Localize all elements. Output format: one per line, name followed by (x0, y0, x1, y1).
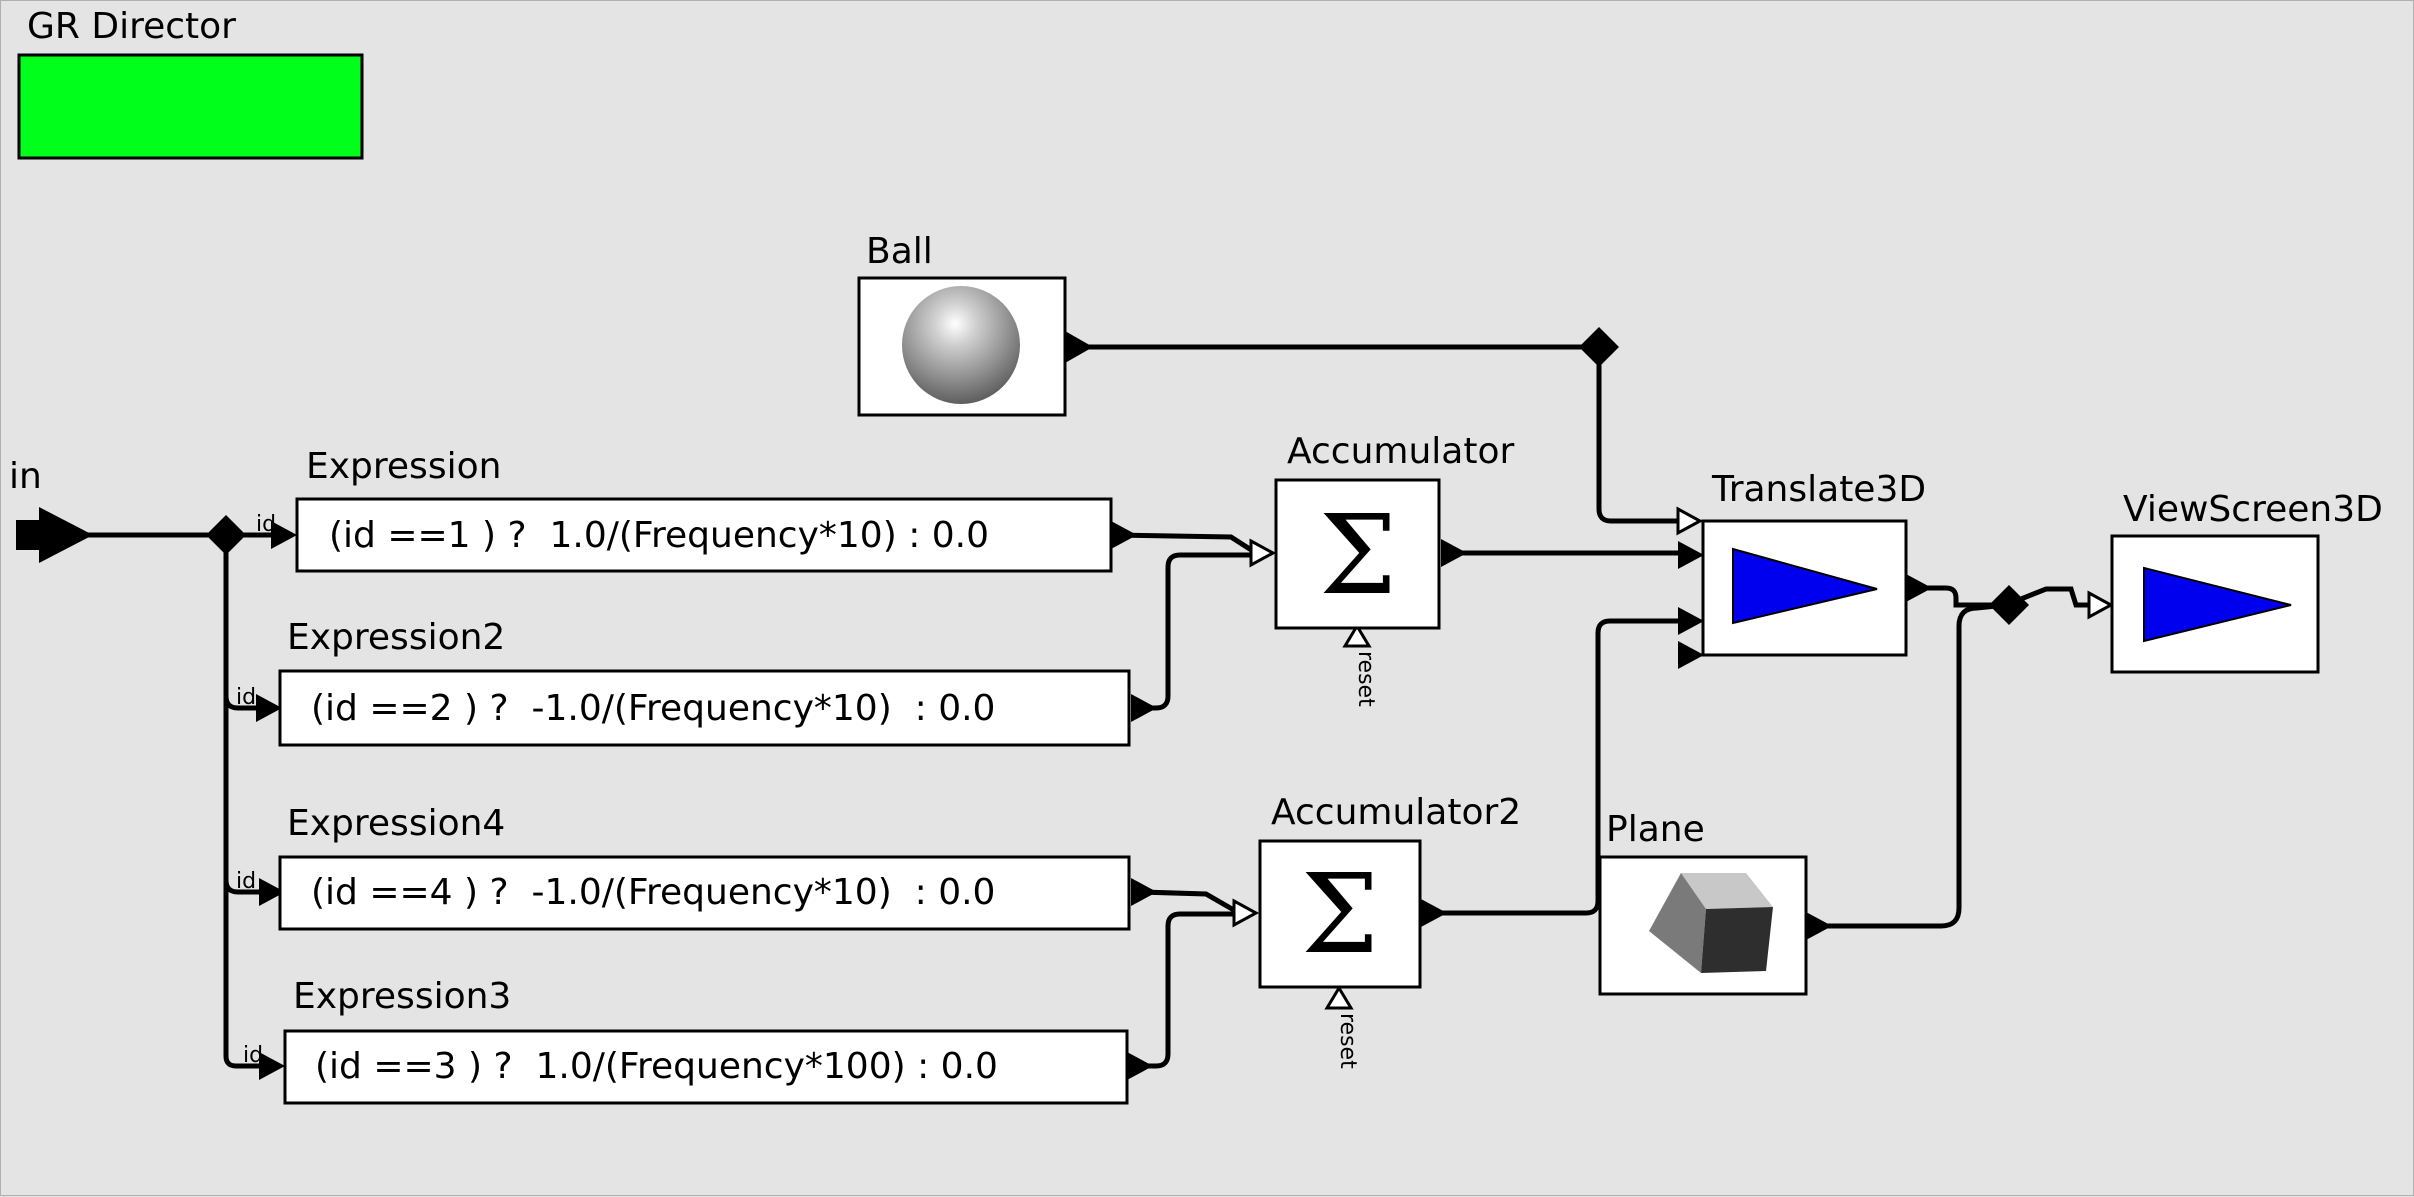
port-label-id: id (236, 869, 256, 894)
actor-translate3d[interactable]: Translate3D (1701, 469, 1926, 657)
reset-port-label: reset (1353, 651, 1378, 707)
accumulator-box (1274, 478, 1441, 630)
actor-viewscreen3d[interactable]: ViewScreen3D (2110, 489, 2383, 674)
port-arrow (259, 878, 285, 906)
plane-label: Plane (1606, 809, 1705, 850)
blue-triangle-icon (1732, 547, 1878, 625)
viewscreen3d-label: ViewScreen3D (2123, 489, 2383, 530)
wire-expr2-in (223, 695, 256, 711)
port-label-id: id (236, 685, 256, 710)
wire-plane-fork (1826, 602, 2007, 929)
sphere-icon (902, 286, 1020, 404)
port-arrow (1131, 694, 1157, 722)
wires (59, 344, 2101, 1069)
actor-ball[interactable]: Ball (857, 231, 1067, 417)
expression2-box (278, 669, 1131, 747)
expression4-box (278, 855, 1131, 931)
relation-diamond-ball[interactable] (1579, 327, 1619, 367)
expression3-label: Expression3 (293, 976, 511, 1017)
accumulator-label: Accumulator (1287, 431, 1514, 472)
accumulator2-label: Accumulator2 (1271, 792, 1521, 833)
port-arrow (1678, 541, 1704, 569)
actor-accumulator2[interactable]: Accumulator2 Σ reset (1258, 792, 1521, 1069)
expression3-text: (id ==3 ) ? 1.0/(Frequency*100) : 0.0 (315, 1046, 998, 1087)
port-arrow (1127, 1052, 1153, 1080)
wire-expr4-in (223, 879, 259, 895)
expression4-label: Expression4 (287, 803, 505, 844)
expression3-box (283, 1029, 1129, 1105)
port-arrow (1678, 607, 1704, 635)
in-port-label: in (9, 456, 42, 497)
gr-director[interactable]: GR Director (17, 6, 364, 160)
port-arrow-hollow (1249, 538, 1277, 568)
wire-expr1-acc (1110, 532, 1258, 556)
wire-expr4-acc2 (1140, 889, 1241, 916)
relation-diamond[interactable] (206, 515, 246, 555)
wire-bus (223, 535, 266, 1069)
director-swatch (17, 53, 364, 160)
port-arrow (1906, 574, 1932, 602)
wire-translate-view (1916, 585, 2101, 608)
port-arrow (1678, 641, 1704, 669)
port-arrow-hollow (1232, 898, 1260, 928)
blue-triangle-icon (2143, 566, 2292, 643)
ball-label: Ball (866, 231, 933, 272)
expression4-text: (id ==4 ) ? -1.0/(Frequency*10) : 0.0 (311, 872, 995, 913)
port-arrow (1065, 331, 1093, 363)
port-arrow (1806, 912, 1832, 940)
port-arrow (1111, 521, 1137, 549)
port-arrow-hollow (1676, 506, 1704, 536)
actor-expression2[interactable]: Expression2 id (id ==2 ) ? -1.0/(Frequen… (236, 617, 1131, 747)
port-arrow (1421, 899, 1447, 927)
cube-icon (1649, 873, 1773, 973)
expression2-label: Expression2 (287, 617, 505, 658)
port-label-id: id (256, 512, 276, 537)
ports (16, 327, 2115, 1080)
port-arrow (259, 1052, 285, 1080)
reset-port-label: reset (1335, 1013, 1360, 1069)
expression-box (295, 497, 1113, 573)
actor-expression4[interactable]: Expression4 id (id ==4 ) ? -1.0/(Frequen… (236, 803, 1131, 931)
accumulator2-box (1258, 839, 1422, 989)
port-label-id: id (243, 1043, 263, 1068)
in-port-arrow[interactable] (16, 507, 93, 563)
actor-expression3[interactable]: Expression3 id (id ==3 ) ? 1.0/(Frequenc… (243, 976, 1129, 1105)
director-label: GR Director (27, 6, 236, 47)
actor-expression[interactable]: Expression id (id ==1 ) ? 1.0/(Frequency… (256, 446, 1113, 573)
translate3d-label: Translate3D (1711, 469, 1926, 510)
expression-text: (id ==1 ) ? 1.0/(Frequency*10) : 0.0 (329, 515, 989, 556)
port-arrow-hollow (2087, 590, 2115, 620)
relation-diamond-view[interactable] (1989, 585, 2029, 625)
wire-expr2-acc (1141, 552, 1256, 711)
port-arrow (256, 694, 282, 722)
sigma-icon: Σ (1301, 850, 1379, 978)
reset-port-arrow (1324, 985, 1354, 1010)
expression-label: Expression (306, 446, 501, 487)
wire-acc2-translate (1441, 618, 1681, 916)
expression2-text: (id ==2 ) ? -1.0/(Frequency*10) : 0.0 (311, 688, 995, 729)
reset-port-arrow (1342, 623, 1372, 648)
port-arrow (1131, 878, 1157, 906)
actor-accumulator[interactable]: Accumulator Σ reset (1274, 431, 1514, 707)
port-arrow (1441, 539, 1467, 567)
wire-expr3-acc2 (1138, 911, 1239, 1069)
port-arrow (271, 521, 297, 549)
wire-ball-translate (1085, 344, 1681, 524)
sigma-icon: Σ (1319, 491, 1397, 619)
actor-plane[interactable]: Plane (1598, 809, 1808, 996)
